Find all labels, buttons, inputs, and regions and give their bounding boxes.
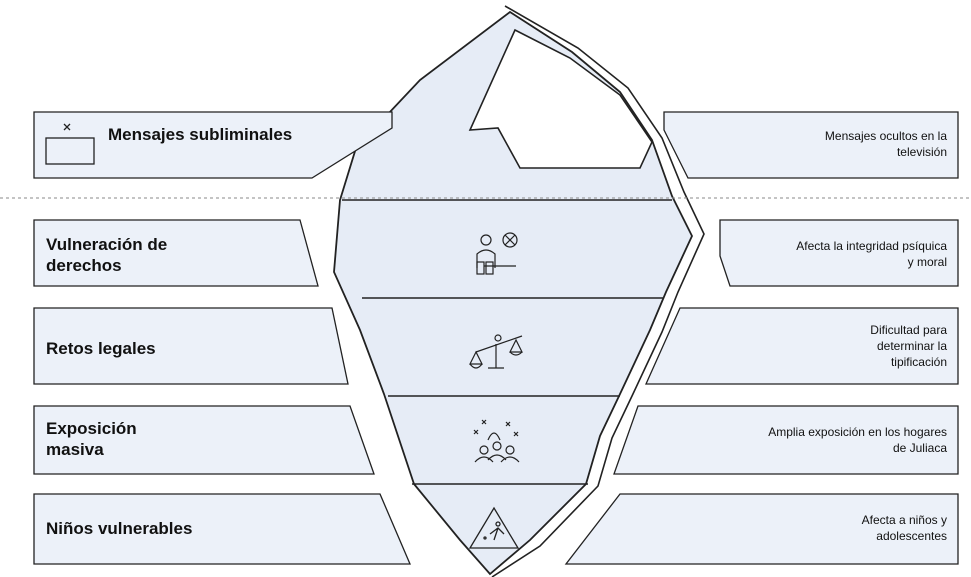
- left-label-subliminal: Mensajes subliminales: [108, 125, 293, 144]
- iceberg-outline: [491, 5, 705, 577]
- left-label-rights: Vulneración de derechos: [46, 235, 168, 276]
- right-panel-legal: [644, 307, 959, 385]
- right-panel-subliminal: [663, 111, 959, 179]
- right-label-legal: Dificultad para determinar la tipificaci…: [870, 323, 947, 370]
- right-label-exposure: Amplia exposición en los hogares de Juli…: [768, 425, 947, 456]
- balance-scale-icon: [469, 334, 523, 369]
- iceberg-peak: [468, 28, 653, 169]
- child-warning-icon: [468, 506, 520, 549]
- left-label-children: Niños vulnerables: [46, 519, 193, 538]
- left-panel-exposure: [33, 405, 375, 475]
- right-label-subliminal: Mensajes ocultos en la televisión: [824, 129, 947, 160]
- left-label-exposure: Exposición masiva: [46, 419, 137, 460]
- tv-icon: [45, 123, 95, 165]
- left-panel-rights: [33, 219, 319, 287]
- right-label-rights: Afecta la integridad psíquica y moral: [796, 239, 947, 270]
- left-panel-children: [33, 493, 411, 565]
- left-panel-subliminal: [33, 111, 393, 179]
- left-label-legal: Retos legales: [46, 339, 156, 358]
- left-panel-legal: [33, 307, 349, 385]
- right-panel-rights: [719, 219, 959, 287]
- crowd-icon: [473, 419, 520, 463]
- right-panel-exposure: [613, 405, 959, 475]
- right-panel-children: [564, 493, 959, 565]
- right-label-children: Afecta a niños y adolescentes: [861, 513, 947, 544]
- person-blocked-icon: [476, 232, 518, 275]
